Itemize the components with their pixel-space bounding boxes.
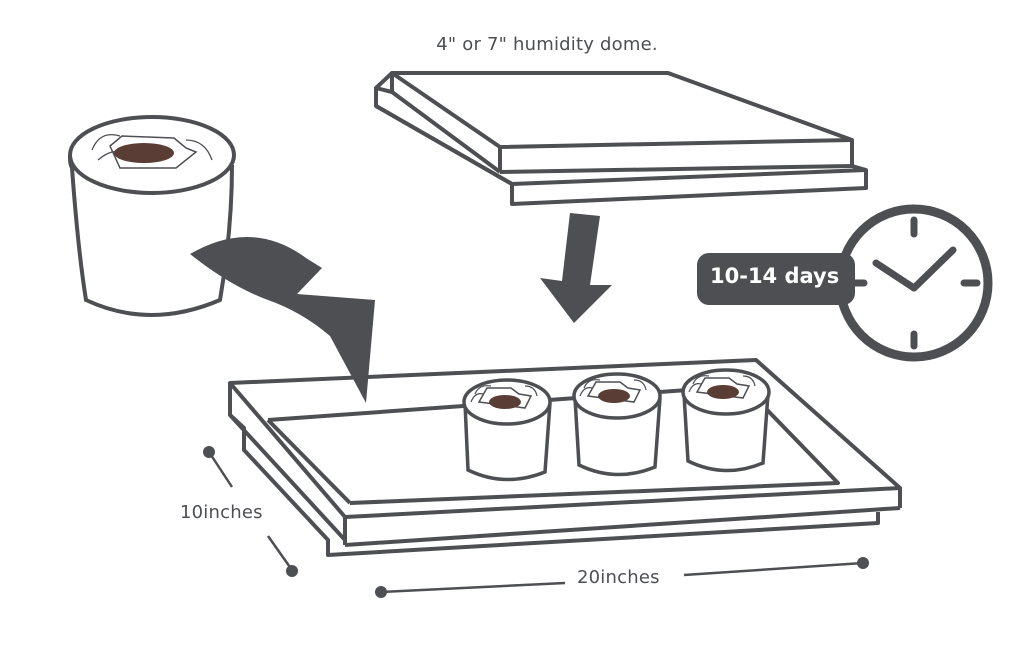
tray-plug	[462, 378, 552, 482]
seedling-tray	[228, 358, 902, 557]
clock-icon	[835, 204, 993, 362]
curved-arrow-icon	[190, 236, 375, 403]
humidity-dome-label: 4" or 7" humidity dome.	[436, 34, 658, 55]
width-dimension-line	[375, 557, 869, 598]
tray-plug	[572, 372, 662, 477]
humidity-dome	[374, 71, 868, 206]
down-arrow-icon	[540, 213, 612, 323]
tray-plug	[681, 368, 771, 473]
duration-label: 10-14 days	[710, 264, 840, 288]
duration-badge	[697, 253, 855, 305]
rooting-plug	[68, 115, 236, 317]
depth-dimension-line	[203, 446, 298, 577]
tray-depth-label: 10inches	[180, 502, 263, 523]
tray-width-label: 20inches	[577, 567, 660, 588]
